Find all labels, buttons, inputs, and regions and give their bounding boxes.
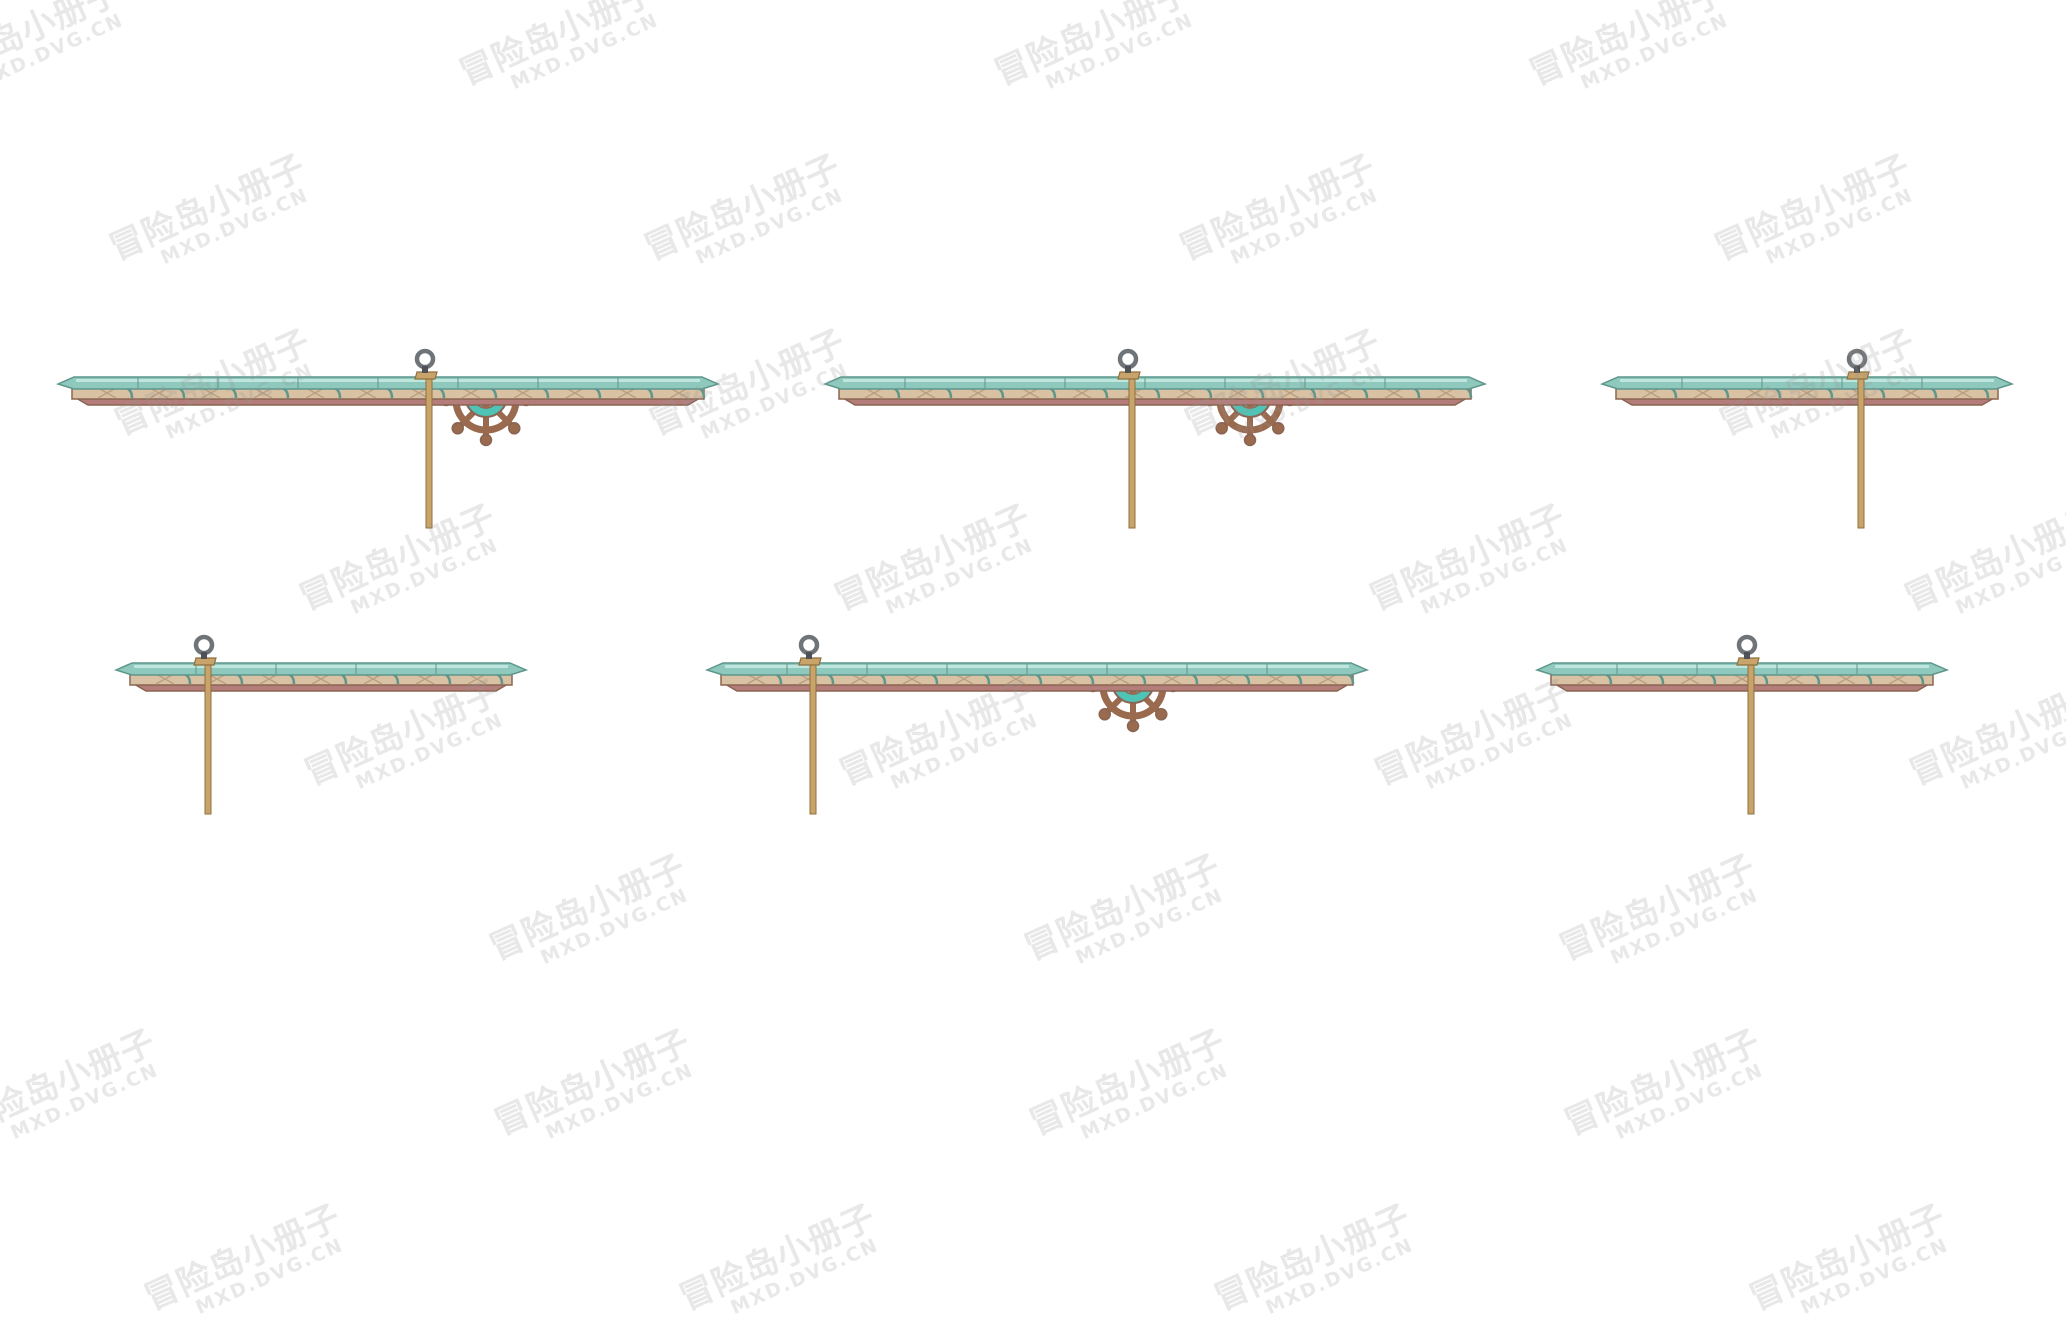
hanging-platform	[55, 348, 721, 529]
hanging-platform	[822, 348, 1488, 529]
hanging-platform	[113, 634, 529, 815]
platform-top-trim	[113, 662, 529, 676]
hanging-platform	[704, 634, 1370, 815]
hanging-rope	[1747, 659, 1755, 815]
hanging-platform	[1599, 348, 2015, 529]
ship-wheel	[1086, 679, 1180, 733]
hanging-rope	[425, 373, 433, 529]
iron-ring	[798, 634, 820, 656]
hanging-rope	[204, 659, 212, 815]
hanging-rope	[1857, 373, 1865, 529]
platform-top-trim	[1599, 376, 2015, 390]
iron-ring	[1736, 634, 1758, 656]
hanging-platform	[1534, 634, 1950, 815]
iron-ring	[1117, 348, 1139, 370]
iron-ring	[193, 634, 215, 656]
platform-top-trim	[55, 376, 721, 390]
platform-top-trim	[822, 376, 1488, 390]
iron-ring	[414, 348, 436, 370]
hanging-rope	[1128, 373, 1136, 529]
hanging-rope	[809, 659, 817, 815]
iron-ring	[1846, 348, 1868, 370]
